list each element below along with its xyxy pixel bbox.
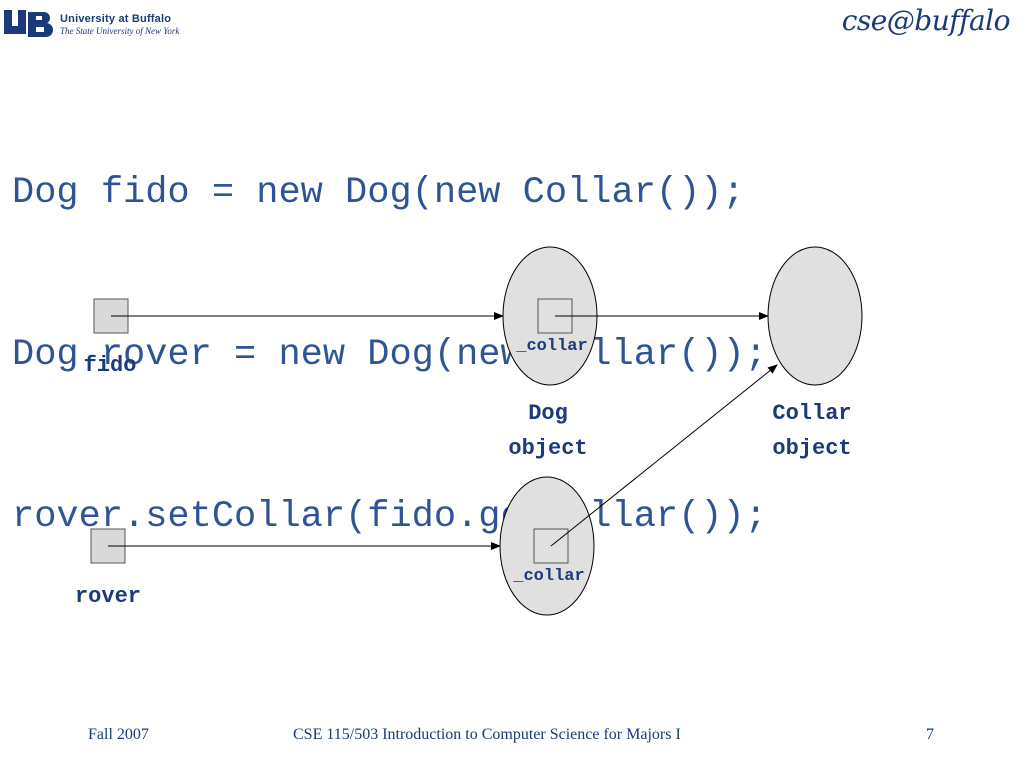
footer-term: Fall 2007 [88, 726, 149, 743]
cse-buffalo-logo: cse@buffalo [841, 4, 1011, 37]
dog-object-label-line1: Dog [528, 401, 568, 426]
code-line: rover.setCollar(fido.getCollar()); [12, 496, 767, 538]
footer-course-title: CSE 115/503 Introduction to Computer Sci… [293, 726, 681, 743]
code-line: Dog fido = new Dog(new Collar()); [12, 172, 745, 214]
collar-object-label-line2: object [772, 436, 851, 461]
collar-object-label-line1: Collar [772, 401, 851, 426]
rover-label: rover [75, 584, 141, 609]
university-subtitle: The State University of New York [60, 26, 180, 36]
collar-field-label-top: _collar [515, 337, 587, 356]
footer-slide-number: 7 [926, 726, 934, 743]
fido-label: fido [84, 353, 137, 378]
collar-field-label-bottom: _collar [512, 567, 584, 586]
dog-object-label-line2: object [508, 436, 587, 461]
collar-object [767, 246, 863, 386]
university-name: University at Buffalo [60, 13, 172, 25]
ub-logo-icon [4, 10, 53, 37]
rover-collar-reference-arrow [550, 364, 778, 547]
